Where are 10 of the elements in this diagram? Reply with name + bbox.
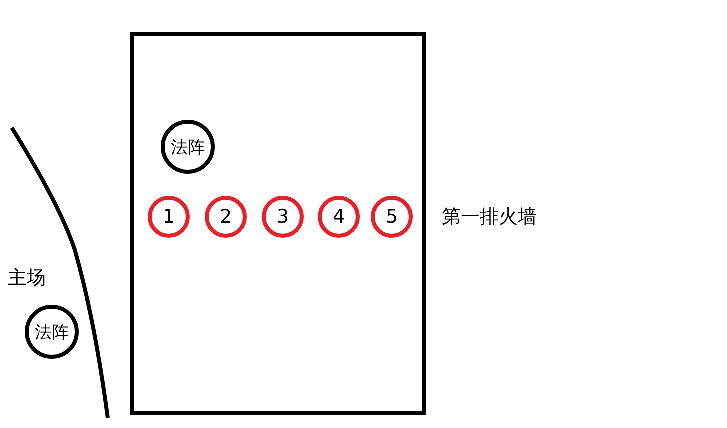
- circle-node: 5: [371, 196, 413, 238]
- area-frame: [130, 32, 426, 415]
- circle-node: 法阵: [25, 305, 79, 359]
- circle-node: 3: [262, 196, 304, 238]
- area-label: 主场: [8, 266, 46, 291]
- circle-node: 1: [148, 196, 190, 238]
- row-label: 第一排火墙: [442, 205, 537, 230]
- circle-node: 法阵: [161, 120, 215, 174]
- circle-node: 4: [318, 196, 360, 238]
- circle-node: 2: [205, 196, 247, 238]
